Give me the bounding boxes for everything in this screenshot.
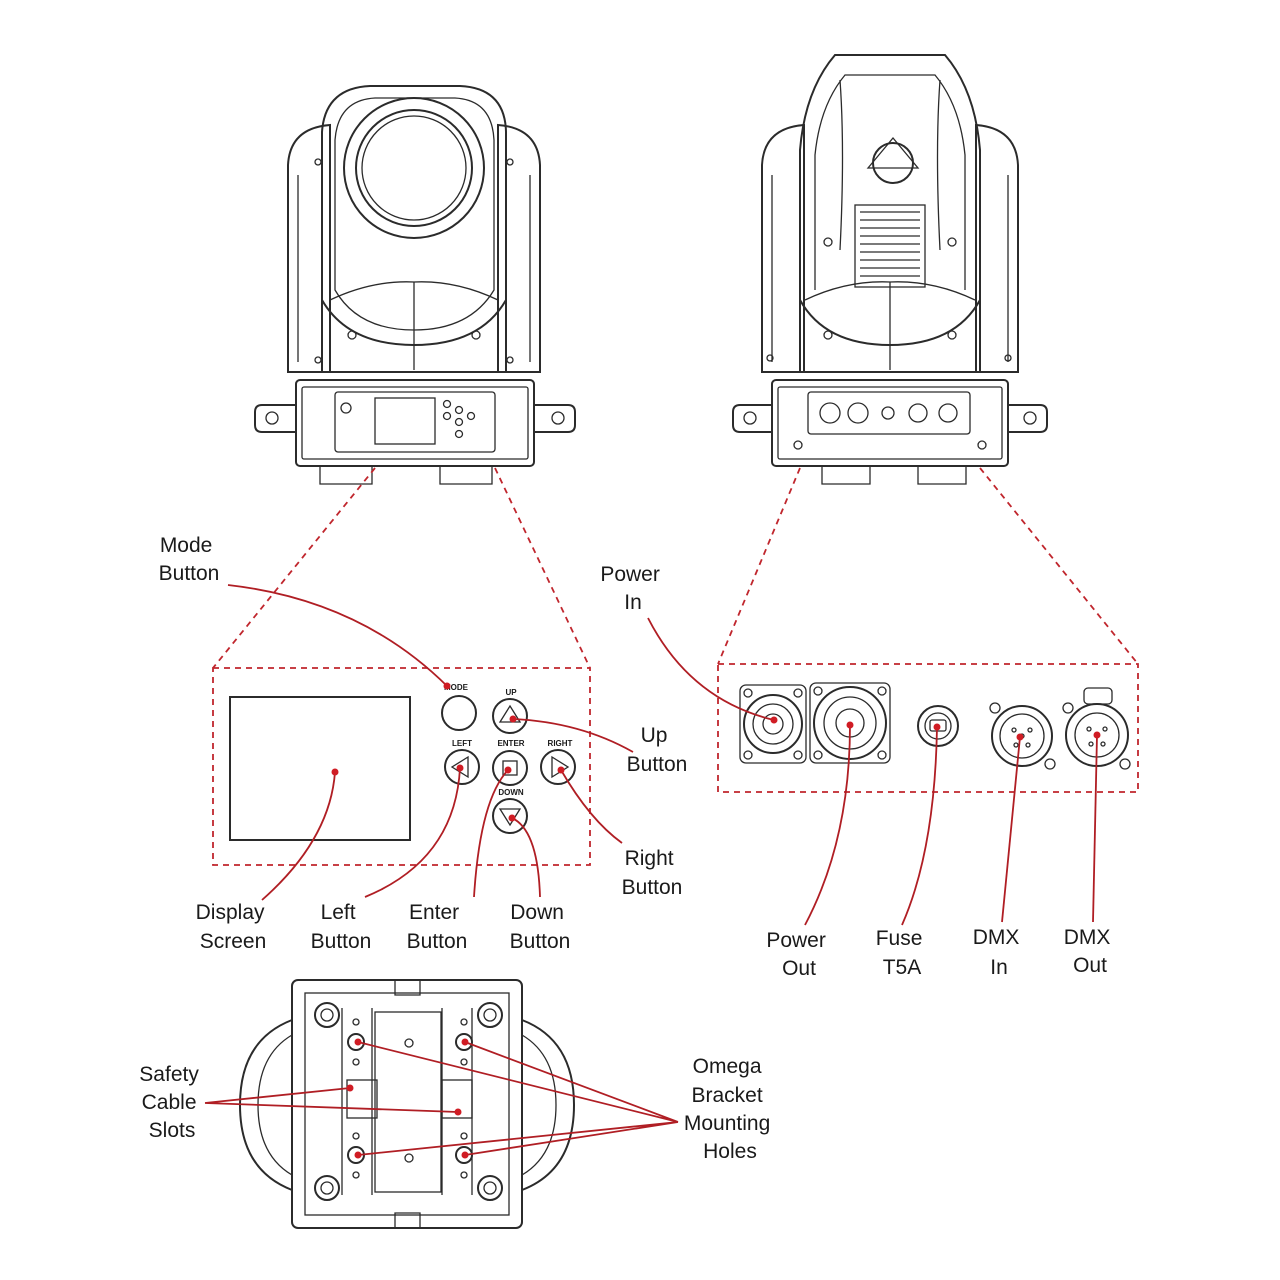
- key-label-right: RIGHT: [548, 739, 573, 748]
- label-power-in: Power In: [600, 563, 665, 614]
- bottom-view-fixture: [238, 979, 576, 1229]
- key-label-up: UP: [505, 688, 517, 697]
- label-down-button: Down Button: [510, 901, 571, 953]
- callout-lines: [204, 584, 1101, 1159]
- label-right-button: Right Button: [622, 847, 683, 899]
- mode-key: [441, 695, 477, 731]
- up-key: [492, 698, 528, 734]
- label-dmx-in: DMX In: [973, 926, 1026, 979]
- safety-slot-left: [346, 1079, 378, 1119]
- label-omega-bracket-holes: Omega Bracket Mounting Holes: [684, 1055, 776, 1163]
- label-safety-cable-slots: Safety Cable Slots: [139, 1063, 204, 1142]
- key-label-left: LEFT: [452, 739, 472, 748]
- key-label-enter: ENTER: [497, 739, 524, 748]
- label-enter-button: Enter Button: [407, 901, 468, 953]
- label-power-out: Power Out: [766, 929, 831, 980]
- display-screen: [229, 696, 411, 841]
- front-zoom-guides: [212, 467, 591, 866]
- rear-zoom-guides: [717, 467, 1139, 793]
- key-label-mode: MODE: [444, 683, 469, 692]
- label-fuse: Fuse T5A: [876, 927, 929, 979]
- rear-view-fixture: [732, 54, 1048, 485]
- label-mode-button: Mode Button: [159, 534, 220, 585]
- connector-panel-detail: [739, 682, 1131, 770]
- power-out-connector: [813, 686, 887, 760]
- label-display-screen: Display Screen: [196, 901, 271, 953]
- label-left-button: Left Button: [311, 901, 372, 953]
- power-in-connector: [743, 694, 803, 754]
- label-up-button: Up Button: [627, 724, 688, 776]
- key-label-down: DOWN: [498, 788, 524, 797]
- fuse-holder: [917, 705, 959, 747]
- dmx-in-connector: [991, 705, 1053, 767]
- label-dmx-out: DMX Out: [1064, 926, 1117, 977]
- safety-slot-right: [441, 1079, 473, 1119]
- control-panel-detail: MODE UP LEFT ENTER RIGHT DOWN: [229, 683, 576, 841]
- front-view-fixture: [254, 85, 576, 485]
- right-key: [540, 749, 576, 785]
- labels: Mode Button Up Button Right Button Displ…: [139, 534, 1117, 1163]
